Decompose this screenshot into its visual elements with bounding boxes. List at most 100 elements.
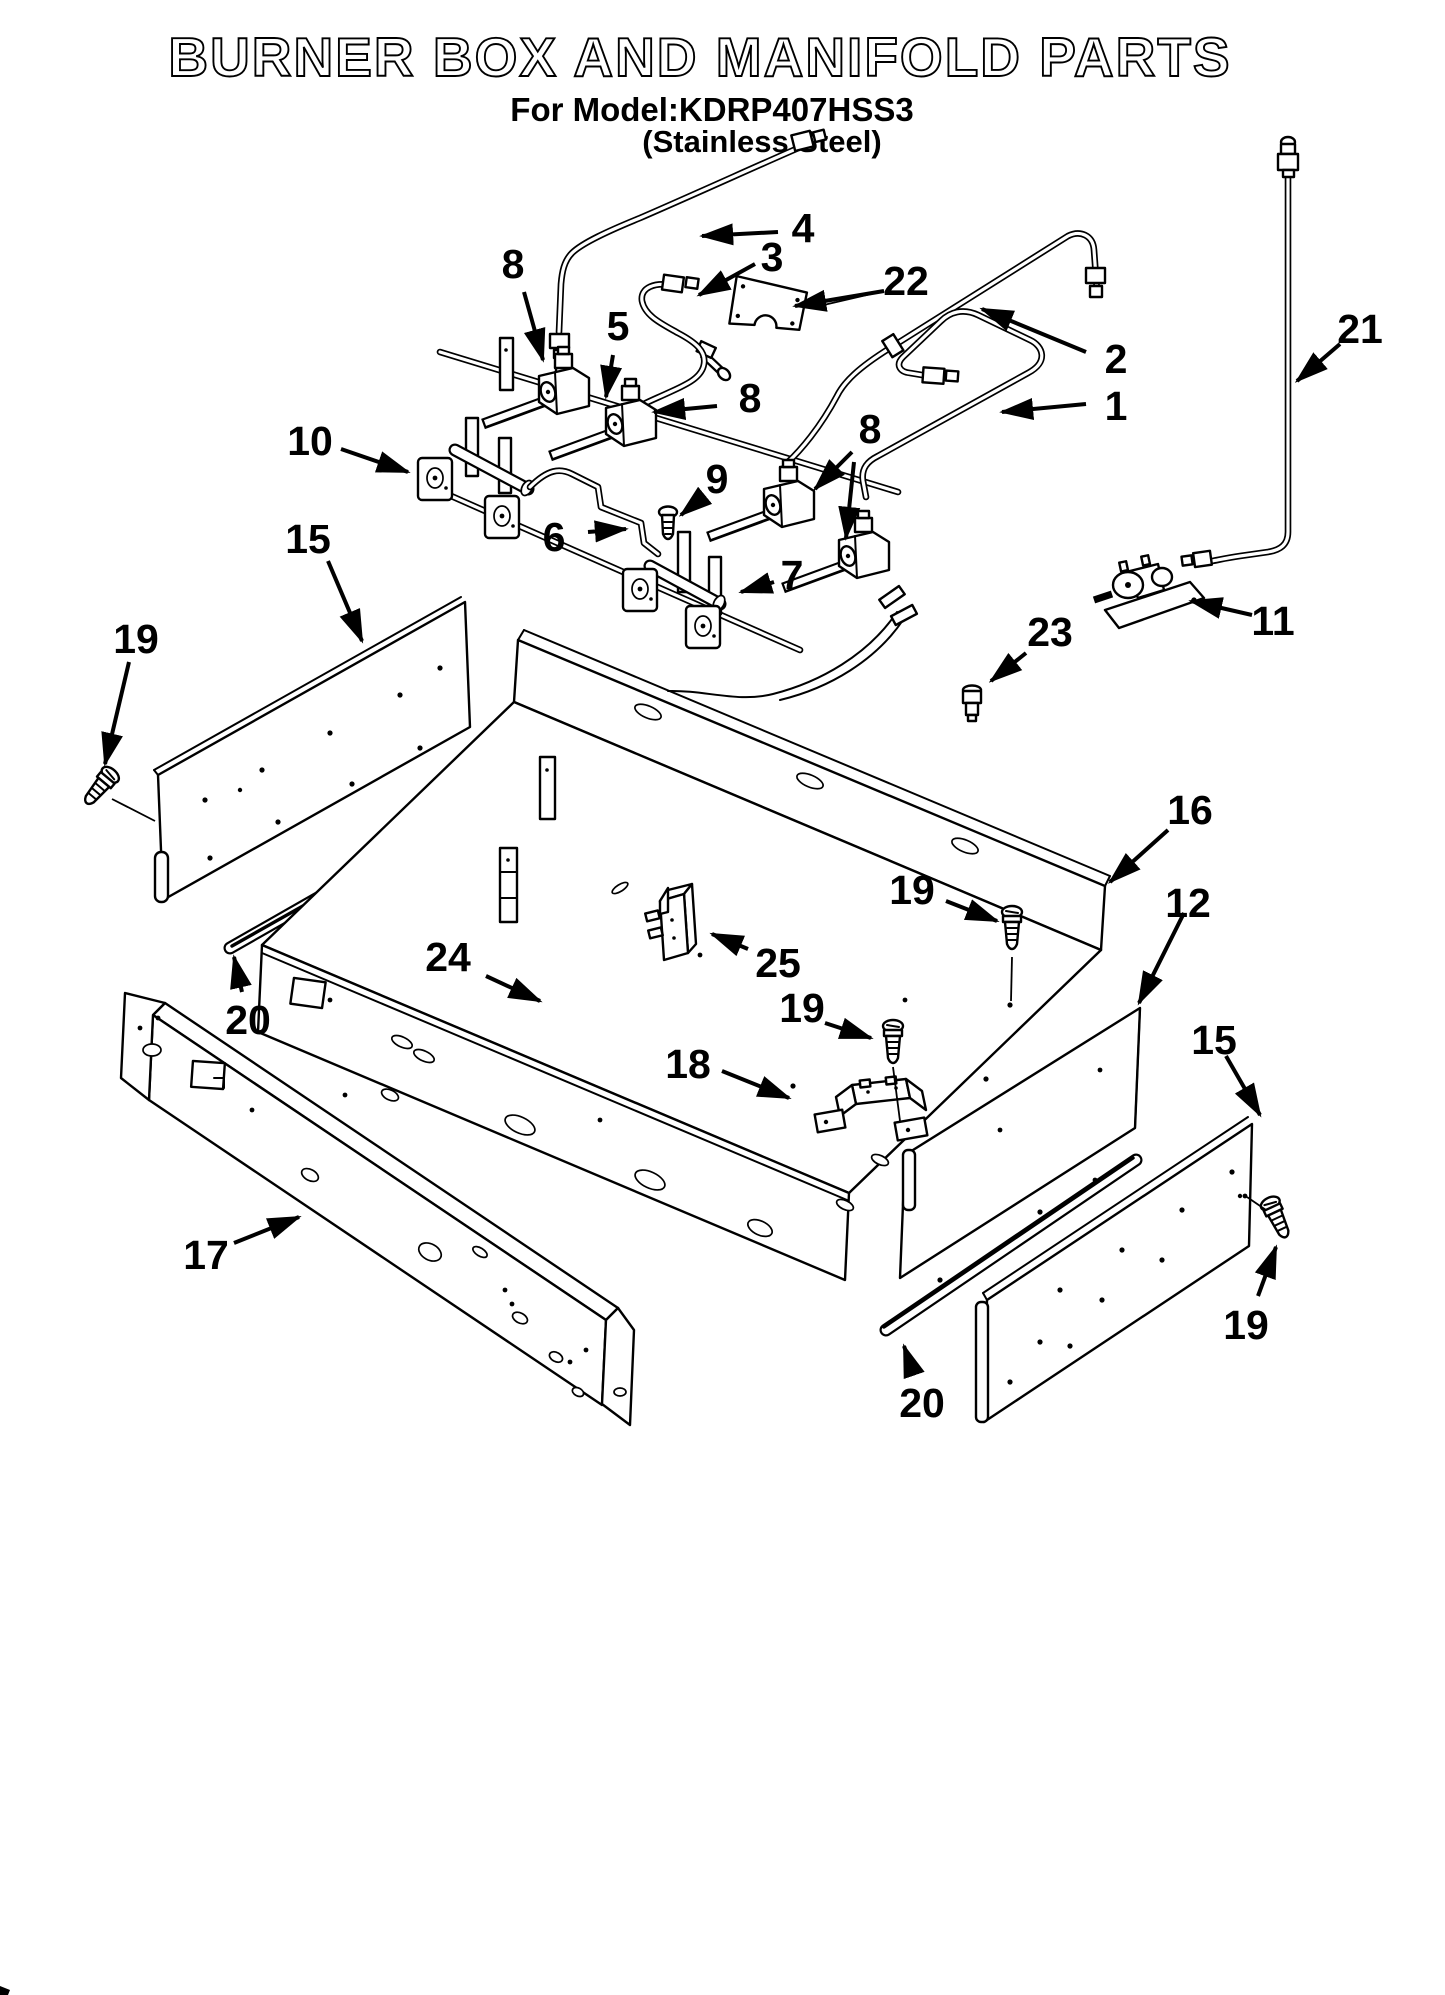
callout-19-28: 19 (1223, 1244, 1278, 1348)
orifice-fitting-23 (961, 684, 983, 723)
screw-19-right (1259, 1195, 1290, 1239)
part-number-label: 17 (183, 1232, 229, 1278)
part-number-label: 22 (883, 258, 929, 304)
part-number-label: 7 (781, 552, 804, 598)
part-number-label: 12 (1165, 880, 1211, 926)
screw-19-center (881, 1018, 905, 1065)
part-number-label: 15 (1191, 1017, 1237, 1063)
callout-19-19: 19 (889, 867, 1000, 923)
part-number-label: 24 (425, 934, 471, 980)
callout-20-24: 20 (225, 954, 271, 1043)
callout-arrow (1224, 1055, 1262, 1118)
gas-tube-2 (780, 230, 1107, 472)
callout-5-4: 5 (600, 303, 630, 400)
burner-valves (481, 345, 891, 594)
callout-15-26: 15 (1191, 1017, 1262, 1118)
part-number-label: 2 (1105, 336, 1128, 382)
callout-arrow (988, 651, 1028, 683)
screw-19-back (1000, 904, 1024, 951)
part-number-label: 9 (706, 456, 729, 502)
page-title: BURNER BOX AND MANIFOLD PARTS (168, 26, 1231, 88)
screw-9 (657, 505, 679, 541)
spark-module-25 (644, 882, 698, 962)
callout-6-12: 6 (543, 514, 629, 560)
leader-line (1246, 1196, 1267, 1211)
callout-9-11: 9 (678, 456, 729, 517)
callout-19-15: 19 (101, 616, 159, 767)
right-side-panel (974, 1116, 1254, 1424)
part-number-label: 20 (225, 997, 271, 1043)
callout-8-7: 8 (651, 375, 761, 421)
callout-arrow (709, 932, 749, 957)
part-number-label: 16 (1167, 787, 1213, 833)
igniter-wire (667, 584, 919, 701)
callout-2-5: 2 (979, 307, 1128, 382)
callout-arrow (651, 398, 718, 421)
callout-arrow (1188, 597, 1253, 619)
callout-20-29: 20 (899, 1343, 945, 1426)
callout-11-17: 11 (1188, 597, 1295, 644)
mounting-bracket-22 (728, 274, 809, 332)
callout-24-21: 24 (425, 934, 543, 1003)
callout-23-16: 23 (988, 609, 1073, 683)
part-number-label: 23 (1027, 609, 1073, 655)
callout-22-2: 22 (792, 258, 929, 312)
right-seal-rail (879, 1153, 1143, 1337)
hold-down-bracket-18 (813, 1075, 929, 1142)
leader-line (892, 1066, 901, 1122)
part-number-label: 20 (899, 1380, 945, 1426)
front-rail (119, 991, 636, 1427)
callout-arrow (600, 354, 623, 400)
callout-15-13: 15 (285, 516, 364, 644)
callout-1-8: 1 (999, 383, 1128, 429)
callout-arrow (326, 560, 364, 644)
leader-line (814, 290, 885, 308)
gas-tube-3 (631, 273, 708, 413)
callout-arrow (1294, 342, 1342, 383)
screw-19-left (83, 765, 121, 806)
model-line: For Model:KDRP407HSS3 (510, 91, 913, 128)
artwork (0, 128, 1300, 1995)
callout-10-9: 10 (287, 418, 411, 474)
callout-arrow (792, 289, 885, 312)
pressure-regulator-11 (1092, 554, 1206, 630)
callout-arrow (233, 1215, 302, 1245)
part-number-label: 5 (607, 303, 630, 349)
callout-arrow (696, 262, 756, 297)
part-number-label: 21 (1337, 306, 1383, 352)
callout-3-1: 3 (696, 234, 784, 297)
callout-arrow (838, 461, 861, 541)
callout-7-14: 7 (738, 552, 804, 598)
callout-arrow (738, 572, 775, 594)
callout-arrow (999, 398, 1087, 421)
callout-arrow (824, 1017, 874, 1040)
part-number-label: 8 (859, 406, 882, 452)
callout-4-0: 4 (699, 205, 815, 251)
part-number-label: 25 (755, 940, 801, 986)
part-number-label: 19 (889, 867, 935, 913)
callout-12-20: 12 (1137, 880, 1211, 1006)
leader-line (1010, 956, 1013, 1002)
callout-8-3: 8 (502, 241, 546, 363)
leader-line (111, 798, 156, 822)
callout-18-25: 18 (665, 1041, 792, 1100)
callout-arrow (945, 899, 1000, 923)
part-number-label: 3 (761, 234, 784, 280)
callout-arrow (340, 447, 411, 474)
crossover-pipe-6 (526, 467, 662, 558)
part-number-label: 19 (113, 616, 159, 662)
callout-16-18: 16 (1107, 787, 1213, 884)
callout-arrow (678, 486, 713, 517)
callout-arrow (587, 520, 629, 543)
part-number-label: 1 (1105, 383, 1128, 429)
right-box-side-panel (898, 1006, 1142, 1280)
part-number-label: 11 (1251, 598, 1294, 644)
material-line: (Stainless Steel) (642, 124, 881, 159)
part-number-label: 15 (285, 516, 331, 562)
callout-arrow (230, 954, 252, 993)
gas-tube-21 (1180, 135, 1300, 569)
callout-21-6: 21 (1294, 306, 1383, 383)
callout-arrow (485, 974, 543, 1003)
